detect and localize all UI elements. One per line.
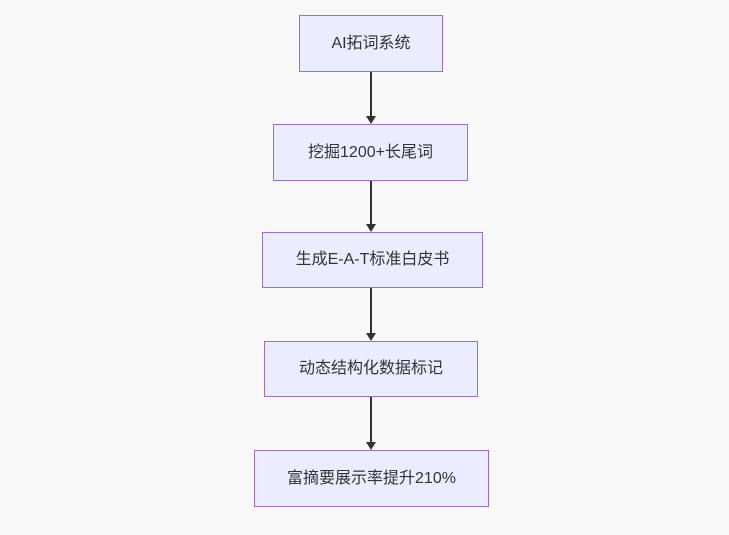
flow-arrow: [366, 397, 376, 450]
flow-arrow: [366, 181, 376, 232]
arrowhead-down-icon: [366, 224, 376, 232]
flowchart-node-longtail-mining: 挖掘1200+长尾词: [273, 124, 468, 181]
node-label: 生成E-A-T标准白皮书: [295, 251, 450, 269]
arrow-line: [370, 72, 372, 116]
arrow-line: [370, 397, 372, 442]
arrow-line: [370, 288, 372, 333]
node-label: 富摘要展示率提升210%: [287, 469, 456, 487]
arrowhead-down-icon: [366, 333, 376, 341]
node-label: 动态结构化数据标记: [298, 360, 443, 378]
flowchart-node-structured-data: 动态结构化数据标记: [264, 341, 478, 397]
node-label: AI拓词系统: [331, 34, 411, 52]
arrowhead-down-icon: [366, 442, 376, 450]
node-label: 挖掘1200+长尾词: [308, 143, 433, 161]
flowchart-node-eat-whitepaper: 生成E-A-T标准白皮书: [262, 232, 483, 288]
arrowhead-down-icon: [366, 116, 376, 124]
flow-arrow: [366, 72, 376, 124]
arrow-line: [370, 181, 372, 224]
flow-arrow: [366, 288, 376, 341]
flowchart-node-ai-keyword-system: AI拓词系统: [299, 15, 443, 72]
flowchart-node-rich-snippet-result: 富摘要展示率提升210%: [254, 450, 489, 507]
